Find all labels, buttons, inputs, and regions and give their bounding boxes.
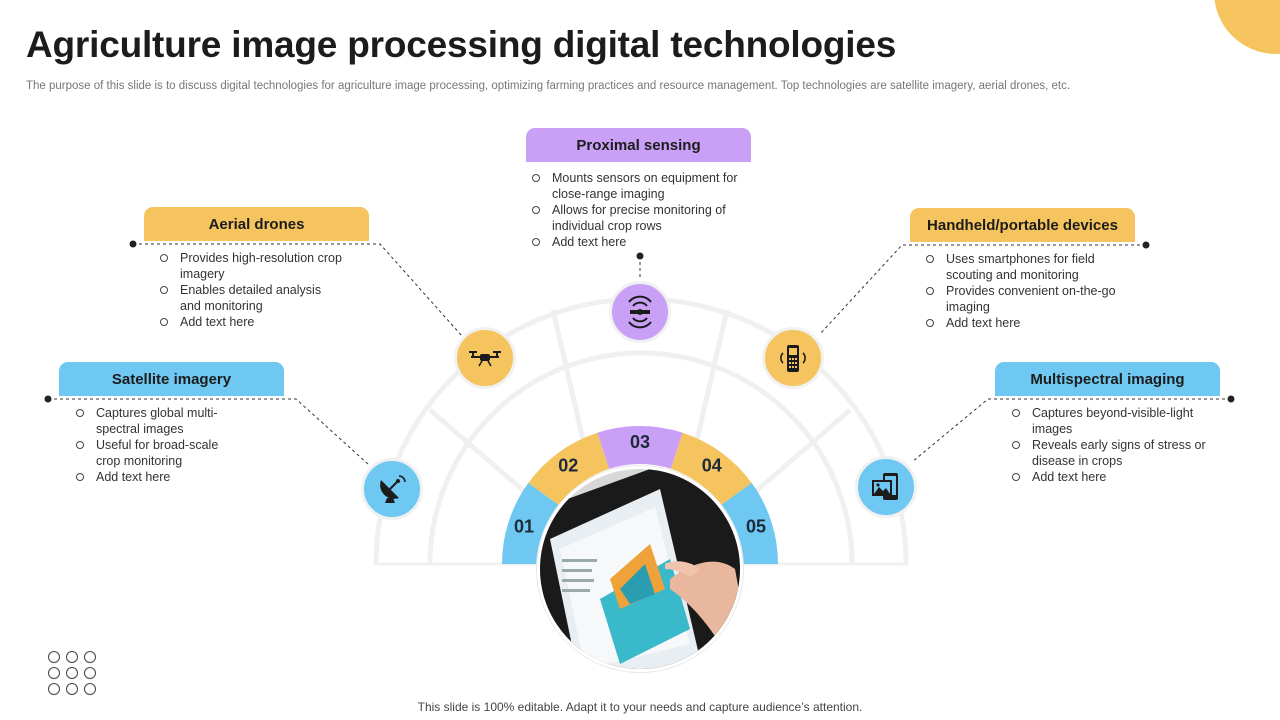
bullets-multispectral-imaging: Captures beyond-visible-light images Rev… [1012, 405, 1212, 485]
list-item: Mounts sensors on equipment for close-ra… [532, 170, 747, 202]
touchscreen-photo [537, 466, 743, 672]
satellite-dish-icon [361, 458, 423, 520]
bullets-aerial-drones: Provides high-resolution crop imagery En… [160, 250, 345, 330]
list-item: Uses smartphones for field scouting and … [926, 251, 1126, 283]
label-aerial-drones: Aerial drones [144, 207, 369, 241]
list-item: Reveals early signs of stress or disease… [1012, 437, 1212, 469]
sensor-signal-icon [609, 281, 671, 343]
list-item: Captures global multi-spectral images [76, 405, 246, 437]
list-item: Add text here [160, 314, 345, 330]
bullets-satellite-imagery: Captures global multi-spectral images Us… [76, 405, 246, 485]
ring-segment-01 [502, 482, 560, 564]
drone-icon [454, 327, 516, 389]
ring-number-05: 05 [746, 516, 766, 536]
label-proximal-sensing: Proximal sensing [526, 128, 751, 162]
list-item: Allows for precise monitoring of individ… [532, 202, 747, 234]
background-rings [373, 296, 909, 565]
footer-note: This slide is 100% editable. Adapt it to… [417, 700, 863, 714]
label-multispectral-imaging: Multispectral imaging [995, 362, 1220, 396]
connector-lines [48, 243, 1231, 465]
ring-number-01: 01 [514, 516, 534, 536]
ring-segment-05 [720, 482, 778, 564]
ring-segment-02 [528, 432, 610, 506]
list-item: Provides high-resolution crop imagery [160, 250, 345, 282]
page-title: Agriculture image processing digital tec… [26, 24, 897, 65]
ring-number-03: 03 [630, 432, 650, 452]
handheld-device-icon [762, 327, 824, 389]
ring-number-04: 04 [702, 455, 722, 475]
label-handheld-devices: Handheld/portable devices [910, 208, 1135, 242]
page-subtitle: The purpose of this slide is to discuss … [26, 80, 1071, 92]
list-item: Add text here [926, 315, 1126, 331]
list-item: Add text here [532, 234, 747, 250]
list-item: Add text here [76, 469, 246, 485]
bullets-proximal-sensing: Mounts sensors on equipment for close-ra… [532, 170, 747, 250]
connector-dots [44, 240, 1235, 403]
bullets-handheld-devices: Uses smartphones for field scouting and … [926, 251, 1126, 331]
list-item: Enables detailed analysis and monitoring [160, 282, 345, 314]
list-item: Provides convenient on-the-go imaging [926, 283, 1126, 315]
numbered-ring: 01 02 03 04 05 [502, 426, 778, 564]
list-item: Captures beyond-visible-light images [1012, 405, 1212, 437]
label-satellite-imagery: Satellite imagery [59, 362, 284, 396]
ring-segment-04 [670, 432, 752, 506]
list-item: Add text here [1012, 469, 1212, 485]
multispectral-image-icon [855, 456, 917, 518]
ring-segment-03 [597, 426, 683, 469]
menu-grid-icon [48, 651, 96, 695]
ring-number-02: 02 [558, 455, 578, 475]
list-item: Useful for broad-scale crop monitoring [76, 437, 246, 469]
